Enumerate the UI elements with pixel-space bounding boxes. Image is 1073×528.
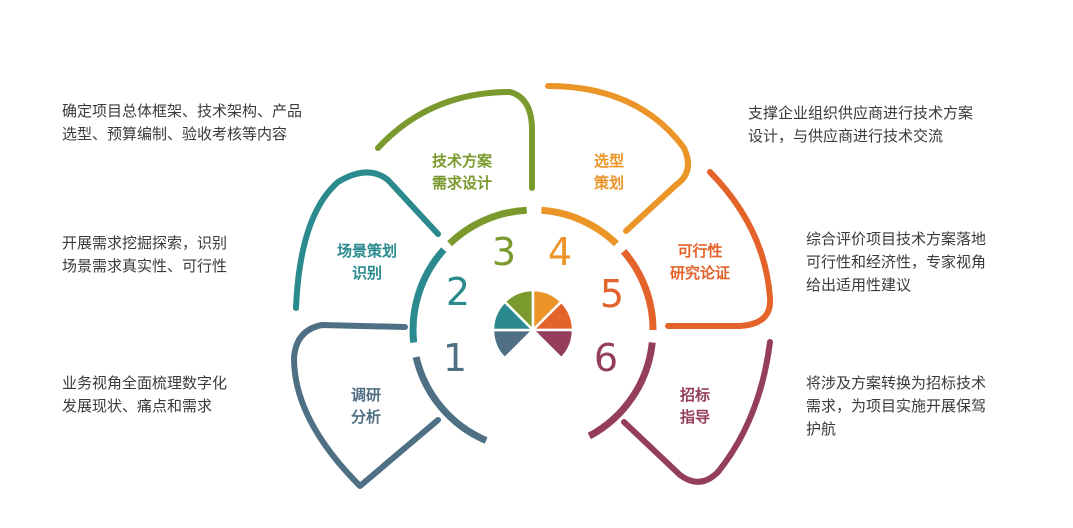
petal-1-outline [291,322,441,489]
fan-sector-1 [491,328,537,361]
stage-2-label: 场景策划识别 [336,242,398,282]
stage-5-label: 可行性研究论证 [669,242,731,282]
stage-4-number: 4 [547,230,573,274]
stage-4-description: 支撑企业组织供应商进行技术方案设计，与供应商进行技术交流 [748,104,974,145]
stage-3-description: 确定项目总体框架、技术架构、产品选型、预算编制、验收考核等内容 [62,102,303,143]
petal-2-outline [293,169,441,311]
fan-sector-6 [529,328,575,361]
stage-2-number: 2 [445,270,471,314]
petal-6-outline [621,339,773,485]
stage-4-label: 选型策划 [593,152,625,192]
ring-arc-1 [412,356,488,444]
petal-5-outline [665,169,774,329]
stage-5-description: 综合评价项目技术方案落地可行性和经济性，专家视角给出适用性建议 [806,230,987,294]
stage-1-description: 业务视角全面梳理数字化发展现状、痛点和需求 [62,374,228,415]
stage-5-number: 5 [599,272,625,316]
stage-6-description: 将涉及方案转换为招标技术需求，为项目实施开展保驾护航 [806,374,987,438]
stage-6-number: 6 [593,336,619,380]
stage-1-number: 1 [442,336,468,380]
stage-2-description: 开展需求挖掘探索，识别场景需求真实性、可行性 [62,234,228,275]
stage-6-label: 招标指导 [679,386,711,426]
ring-arc-6 [587,342,656,440]
ring-arc-5 [620,249,657,331]
ring-arc-3 [447,206,527,247]
stage-3-number: 3 [491,230,517,274]
petal-4-outline [545,83,692,234]
petal-3-outline [375,89,535,191]
ring-arc-2 [409,247,447,343]
stage-3-label: 技术方案需求设计 [431,152,493,192]
ring-arc-4 [541,206,619,247]
stage-1-label: 调研分析 [350,386,382,426]
